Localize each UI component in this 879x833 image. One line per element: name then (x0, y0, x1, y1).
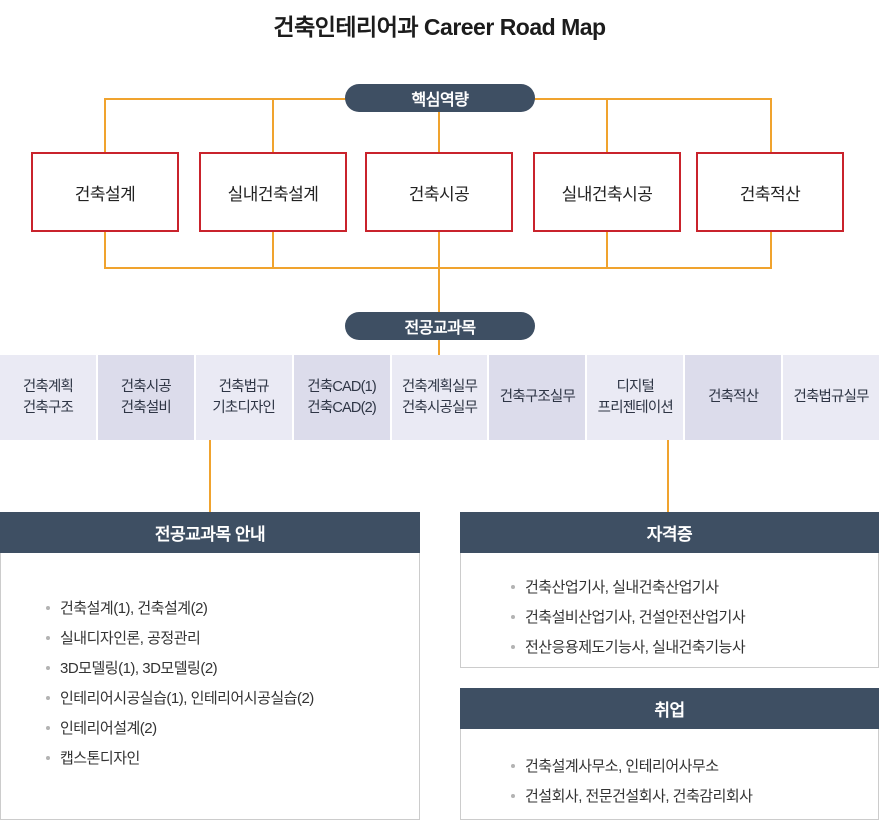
list-item: 건설회사, 전문건설회사, 건축감리회사 (511, 785, 858, 806)
connector-line (104, 98, 106, 153)
course-line: 건축구조실무 (499, 389, 576, 405)
course-box: 건축계획실무 건축시공실무 (391, 355, 488, 440)
competency-box-interior-architectural-design: 실내건축설계 (199, 152, 347, 232)
course-box: 건축CAD(1) 건축CAD(2) (293, 355, 390, 440)
connector-line (272, 232, 274, 269)
connector-line (667, 440, 669, 512)
competency-box-estimation: 건축적산 (696, 152, 844, 232)
course-line: 건축CAD(1) (307, 378, 376, 395)
course-guide-list: 건축설계(1), 건축설계(2) 실내디자인론, 공정관리 3D모델링(1), … (46, 597, 399, 768)
connector-line (438, 98, 440, 153)
course-box: 건축계획 건축구조 (0, 355, 96, 440)
course-box: 건축적산 (685, 355, 782, 440)
course-line: 건축시공실무 (401, 399, 478, 416)
connector-line (272, 98, 274, 153)
connector-line (606, 98, 608, 153)
course-line: 건축계획 (22, 378, 74, 395)
connector-line (438, 267, 440, 355)
course-line: 건축구조 (22, 399, 74, 416)
list-item: 전산응용제도기능사, 실내건축기능사 (511, 636, 858, 657)
course-guide-panel: 전공교과목 안내 건축설계(1), 건축설계(2) 실내디자인론, 공정관리 3… (0, 512, 420, 820)
certificates-panel: 자격증 건축산업기사, 실내건축산업기사 건축설비산업기사, 건설안전산업기사 … (460, 512, 879, 668)
course-box: 건축법규실무 (783, 355, 879, 440)
course-line: 건축CAD(2) (307, 399, 376, 416)
course-line: 건축적산 (708, 389, 759, 405)
list-item: 건축설비산업기사, 건설안전산업기사 (511, 606, 858, 627)
list-item: 인테리어설계(2) (46, 717, 399, 738)
course-line: 건축법규실무 (793, 389, 869, 405)
course-line: 디지털 (616, 378, 655, 395)
competency-box-construction: 건축시공 (365, 152, 513, 232)
employment-panel: 취업 건축설계사무소, 인테리어사무소 건설회사, 전문건설회사, 건축감리회사 (460, 688, 879, 820)
course-box: 디지털 프리젠테이션 (587, 355, 684, 440)
certificates-list: 건축산업기사, 실내건축산업기사 건축설비산업기사, 건설안전산업기사 전산응용… (511, 576, 858, 657)
course-line: 건축계획실무 (401, 378, 478, 395)
connector-line (104, 232, 106, 269)
employment-body: 건축설계사무소, 인테리어사무소 건설회사, 전문건설회사, 건축감리회사 (460, 729, 879, 820)
core-competency-badge: 핵심역량 (345, 84, 535, 112)
list-item: 건축산업기사, 실내건축산업기사 (511, 576, 858, 597)
major-courses-badge: 전공교과목 (345, 312, 535, 340)
course-line: 기초디자인 (212, 399, 276, 416)
course-box: 건축법규 기초디자인 (195, 355, 292, 440)
course-line: 건축법규 (218, 378, 270, 395)
course-box: 건축시공 건축설비 (97, 355, 194, 440)
list-item: 3D모델링(1), 3D모델링(2) (46, 657, 399, 678)
course-guide-body: 건축설계(1), 건축설계(2) 실내디자인론, 공정관리 3D모델링(1), … (0, 553, 420, 820)
page-title: 건축인테리어과 Career Road Map (273, 14, 606, 40)
course-strip: 건축계획 건축구조 건축시공 건축설비 건축법규 기초디자인 건축CAD(1) … (0, 355, 879, 440)
connector-line (770, 98, 772, 153)
course-line: 건축설비 (120, 399, 172, 416)
competency-box-interior-construction: 실내건축시공 (533, 152, 681, 232)
connector-line (209, 440, 211, 512)
connector-line (438, 232, 440, 269)
certificates-title: 자격증 (460, 512, 879, 553)
connector-line (606, 232, 608, 269)
employment-title: 취업 (460, 688, 879, 729)
course-line: 건축시공 (120, 378, 172, 395)
course-guide-title: 전공교과목 안내 (0, 512, 420, 553)
list-item: 캡스톤디자인 (46, 747, 399, 768)
connector-line (770, 232, 772, 269)
list-item: 인테리어시공실습(1), 인테리어시공실습(2) (46, 687, 399, 708)
employment-list: 건축설계사무소, 인테리어사무소 건설회사, 전문건설회사, 건축감리회사 (511, 755, 858, 806)
list-item: 건축설계(1), 건축설계(2) (46, 597, 399, 618)
course-line: 프리젠테이션 (597, 399, 674, 416)
list-item: 실내디자인론, 공정관리 (46, 627, 399, 648)
certificates-body: 건축산업기사, 실내건축산업기사 건축설비산업기사, 건설안전산업기사 전산응용… (460, 553, 879, 668)
competency-box-architectural-design: 건축설계 (31, 152, 179, 232)
course-box: 건축구조실무 (489, 355, 586, 440)
list-item: 건축설계사무소, 인테리어사무소 (511, 755, 858, 776)
